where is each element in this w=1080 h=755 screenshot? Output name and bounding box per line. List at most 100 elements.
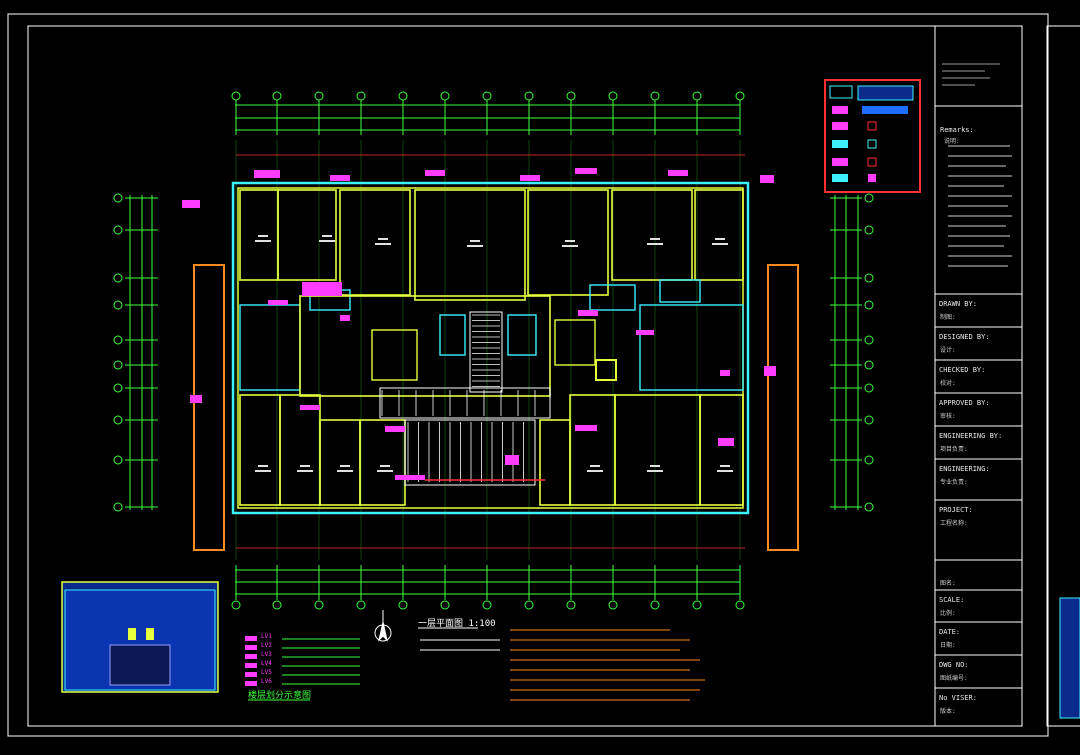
bottom-axis-ticks: [231, 565, 745, 610]
central-core: [299, 295, 617, 486]
legend-swatch: [245, 672, 257, 677]
bottom-axis-bubble: [735, 600, 745, 610]
legend-item-label: LV4: [261, 660, 272, 667]
legend-item-label: LV2: [261, 642, 272, 649]
right-axis-bubble: [864, 300, 874, 310]
room-cyan: [239, 304, 301, 391]
legend-item-label: LV1: [261, 633, 272, 640]
room-area-mark: [587, 470, 603, 472]
title-field-cn: 版本:: [940, 708, 956, 715]
room-cyan: [589, 284, 636, 311]
plan-title-text: 一层平面图: [418, 619, 464, 629]
left-axis-bubble: [113, 383, 123, 393]
sheet-outer-frame: [7, 13, 1049, 737]
legend-item-label: LV6: [261, 678, 272, 685]
annotation-mark: [505, 455, 519, 465]
bottom-axis-bubble: [440, 600, 450, 610]
title-field-label: DWG NO:: [939, 661, 969, 669]
right-axis-bubble: [864, 502, 874, 512]
room-label-mark: [650, 465, 660, 467]
room: [359, 419, 406, 506]
bottom-axis-bubble: [608, 600, 618, 610]
top-axis-bubble: [735, 91, 745, 101]
room: [277, 189, 337, 281]
annotation-mark: [190, 395, 202, 403]
room: [279, 394, 321, 506]
room-area-mark: [255, 470, 271, 472]
right-axis-bubble: [864, 455, 874, 465]
overview-title: 楼层划分示意图: [248, 691, 312, 701]
bottom-axis-bubble: [272, 600, 282, 610]
top-axis-bubble: [650, 91, 660, 101]
room-cyan: [659, 279, 701, 303]
annotation-mark: [636, 330, 654, 335]
left-axis-bubble: [113, 273, 123, 283]
title-field-label: DATE:: [939, 628, 961, 636]
annotation-mark: [764, 366, 776, 376]
column-grid-lines: [235, 140, 741, 560]
top-axis-ticks: [231, 91, 745, 135]
left-axis-bubble: [113, 193, 123, 203]
symbol-legend-box: [824, 79, 921, 193]
title-field-cn: 图纸编号:: [940, 675, 968, 682]
title-field-cn: 比例:: [940, 610, 956, 617]
room-label-mark: [715, 238, 725, 240]
room-area-mark: [647, 470, 663, 472]
title-field-cn: 专业负责:: [940, 479, 968, 486]
legend-swatches: [245, 636, 360, 686]
left-axis-bubble: [113, 225, 123, 235]
adjacent-sheet-frame: [1046, 25, 1080, 727]
left-axis-bubble: [113, 360, 123, 370]
room-label-mark: [470, 240, 480, 242]
top-axis-bubble: [356, 91, 366, 101]
annotation-mark: [520, 175, 540, 181]
room: [569, 394, 616, 506]
top-axis-bubble: [524, 91, 534, 101]
room-area-mark: [562, 245, 578, 247]
annotation-mark: [575, 168, 597, 174]
title-field-cn: 审核:: [940, 413, 956, 420]
left-axis-bubble: [113, 335, 123, 345]
building-envelope: [231, 154, 750, 549]
bottom-axis-bubble: [566, 600, 576, 610]
room-label-mark: [720, 465, 730, 467]
bottom-axis-bubble: [650, 600, 660, 610]
plan-title: 一层平面图 1:100: [418, 616, 496, 629]
room-label-mark: [258, 465, 268, 467]
title-field-cn: 项目负责:: [940, 446, 968, 453]
title-field-cn: 制图:: [940, 314, 956, 321]
title-field-label: ENGINEERING:: [939, 465, 990, 473]
room-area-mark: [255, 240, 271, 242]
legend-swatch: [245, 636, 257, 641]
room-area-mark: [375, 243, 391, 245]
annotation-mark: [300, 405, 320, 410]
title-field-label: DESIGNED BY:: [939, 333, 990, 341]
overview-minimap: [61, 581, 219, 693]
title-field-label: APPROVED BY:: [939, 399, 990, 407]
side-axis-ticks: [113, 193, 874, 512]
room: [611, 189, 693, 281]
top-axis-bubble: [440, 91, 450, 101]
annotation-mark: [575, 425, 597, 431]
side-corridors: [193, 264, 799, 551]
title-field-label: CHECKED BY:: [939, 366, 986, 374]
room-label-mark: [565, 240, 575, 242]
title-block-remark-lines: [948, 145, 1012, 267]
annotation-mark: [385, 426, 405, 432]
room-area-mark: [377, 470, 393, 472]
side-dimension-lines: [129, 195, 859, 510]
room: [694, 189, 744, 281]
room: [414, 189, 526, 301]
room: [527, 189, 609, 296]
right-axis-bubble: [864, 383, 874, 393]
stair-hatching: [381, 314, 536, 482]
annotation-mark: [578, 310, 598, 316]
title-field-cn: 工程名称:: [940, 520, 968, 527]
legend-swatch: [245, 645, 257, 650]
top-axis-bubble: [482, 91, 492, 101]
room-partitions: [239, 189, 744, 506]
room-area-mark: [337, 470, 353, 472]
bottom-axis-bubble: [356, 600, 366, 610]
right-axis-bubble: [864, 360, 874, 370]
